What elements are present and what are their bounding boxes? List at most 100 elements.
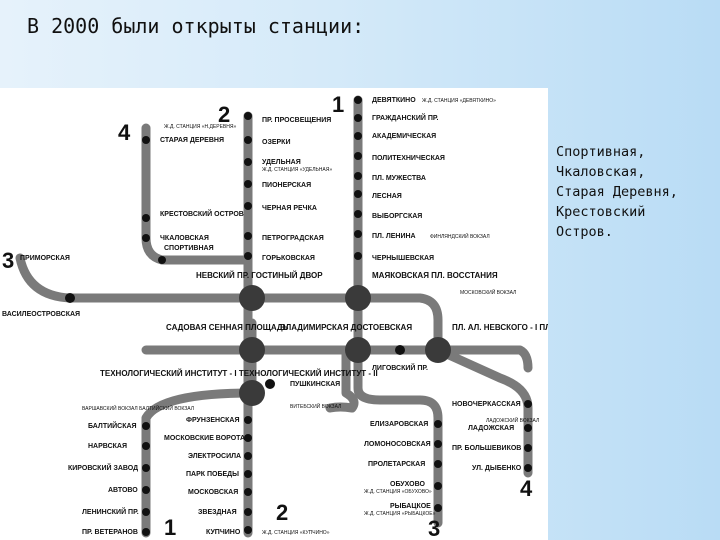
line1-south-stations: ВАРШАВСКИЙ ВОКЗАЛ БАЛТИЙСКИЙ ВОКЗАЛ БАЛТ… <box>68 404 194 536</box>
station-dot <box>244 252 252 260</box>
station-dot <box>244 112 252 120</box>
station-dot <box>142 214 150 222</box>
station-dot <box>244 470 252 478</box>
line-number-2-bottom: 2 <box>276 500 288 525</box>
station-dot <box>354 96 362 104</box>
station-label: ПР. ПРОСВЕЩЕНИЯ <box>262 117 331 124</box>
station-label: КРЕСТОВСКИЙ ОСТРОВ <box>160 209 244 218</box>
line4-stations: Ж.Д. СТАНЦИЯ «Н.ДЕРЕВНЯ» СТАРАЯ ДЕРЕВНЯ … <box>142 124 244 264</box>
hubs: НЕВСКИЙ ПР. ГОСТИНЫЙ ДВОР МАЯКОВСКАЯ ПЛ.… <box>100 271 548 410</box>
station-dot <box>354 152 362 160</box>
line2-stations: ПР. ПРОСВЕЩЕНИЯ ОЗЕРКИ УДЕЛЬНАЯ Ж.Д. СТА… <box>244 112 332 262</box>
station-label: КИРОВСКИЙ ЗАВОД <box>68 463 138 472</box>
station-label: ПР. БОЛЬШЕВИКОВ <box>452 445 521 452</box>
opened-station: Остров. <box>556 224 613 240</box>
station-note: ВАРШАВСКИЙ ВОКЗАЛ БАЛТИЙСКИЙ ВОКЗАЛ <box>82 404 194 412</box>
station-dot <box>524 464 532 472</box>
station-dot <box>524 400 532 408</box>
station-dot <box>354 210 362 218</box>
line-number-3-left: 3 <box>2 248 14 273</box>
station-note: ФИНЛЯНДСКИЙ ВОКЗАЛ <box>430 232 490 240</box>
metro-map-svg: 1 2 4 3 1 2 3 4 ДЕВЯТКИНО Ж.Д. СТАНЦИЯ «… <box>2 92 548 540</box>
station-dot <box>354 132 362 140</box>
station-label: ВАСИЛЕОСТРОВСКАЯ <box>2 311 80 318</box>
station-dot <box>354 190 362 198</box>
station-label: ПАРК ПОБЕДЫ <box>186 471 239 478</box>
station-label: ПЕТРОГРАДСКАЯ <box>262 235 324 242</box>
station-label: ПРИМОРСКАЯ <box>20 255 70 262</box>
station-label: ДЕВЯТКИНО <box>372 97 416 104</box>
hub-label: ВЛАДИМИРСКАЯ ДОСТОЕВСКАЯ <box>280 323 412 332</box>
station-label: ГРАЖДАНСКИЙ ПР. <box>372 113 438 122</box>
station-label: СПОРТИВНАЯ <box>164 245 214 252</box>
station-dot <box>524 444 532 452</box>
station-note: ВИТЕБСКИЙ ВОКЗАЛ <box>290 402 341 410</box>
station-label: ЛЕСНАЯ <box>372 193 402 200</box>
station-dot <box>142 508 150 516</box>
station-note: ЛАДОЖСКИЙ ВОКЗАЛ <box>486 416 539 424</box>
station-dot <box>142 136 150 144</box>
hub-label: НЕВСКИЙ ПР. ГОСТИНЫЙ ДВОР <box>196 271 323 280</box>
station-label: НОВОЧЕРКАССКАЯ <box>452 401 521 408</box>
hub-label: ТЕХНОЛОГИЧЕСКИЙ ИНСТИТУТ - I ТЕХНОЛОГИЧЕ… <box>100 369 378 378</box>
station-label: ФРУНЗЕНСКАЯ <box>186 417 239 424</box>
station-label: ПЛ. ЛЕНИНА <box>372 233 416 240</box>
station-label: РЫБАЦКОЕ <box>390 503 431 510</box>
station-dot <box>434 482 442 490</box>
opened-stations-list: Спортивная, Чкаловская, Старая Деревня, … <box>556 142 716 242</box>
station-label: ПУШКИНСКАЯ <box>290 381 340 388</box>
station-label: СТАРАЯ ДЕРЕВНЯ <box>160 137 224 144</box>
station-label: ГОРЬКОВСКАЯ <box>262 255 315 262</box>
station-dot <box>158 256 166 264</box>
station-dot <box>142 422 150 430</box>
station-label: ПИОНЕРСКАЯ <box>262 182 311 189</box>
station-label: УЛ. ДЫБЕНКО <box>472 465 522 472</box>
station-label: ЛЕНИНСКИЙ ПР. <box>82 507 139 516</box>
station-note: МОСКОВСКИЙ ВОКЗАЛ <box>460 288 516 296</box>
station-note: Ж.Д. СТАНЦИЯ «РЫБАЦКОЕ» <box>364 511 436 517</box>
station-label: ОЗЕРКИ <box>262 139 290 146</box>
opened-station: Чкаловская, <box>556 164 646 180</box>
hub-label: САДОВАЯ СЕННАЯ ПЛОЩАДЬ <box>166 323 289 332</box>
station-dot <box>142 464 150 472</box>
station-dot <box>142 528 150 536</box>
station-dot <box>434 440 442 448</box>
station-dot <box>265 379 275 389</box>
station-dot <box>354 230 362 238</box>
station-label: КУПЧИНО <box>206 529 241 536</box>
opened-station: Крестовский <box>556 204 646 220</box>
station-label: АВТОВО <box>108 487 138 494</box>
station-label: ПЛ. МУЖЕСТВА <box>372 175 426 182</box>
station-label: НАРВСКАЯ <box>88 443 127 450</box>
slide-title: В 2000 были открыты станции: <box>27 14 365 38</box>
hub-alnev <box>425 337 451 363</box>
line-number-1-top: 1 <box>332 92 344 117</box>
station-dot <box>244 180 252 188</box>
station-dot <box>434 420 442 428</box>
station-dot <box>354 114 362 122</box>
station-dot <box>244 158 252 166</box>
station-label: ПРОЛЕТАРСКАЯ <box>368 461 425 468</box>
hub-label: МАЯКОВСКАЯ ПЛ. ВОССТАНИЯ <box>372 271 498 280</box>
line3-south-stations: ЕЛИЗАРОВСКАЯ ЛОМОНОСОВСКАЯ ПРОЛЕТАРСКАЯ … <box>364 420 442 517</box>
station-dot <box>244 508 252 516</box>
hub-tech <box>239 380 265 406</box>
station-dot <box>65 293 75 303</box>
station-label: БАЛТИЙСКАЯ <box>88 421 137 430</box>
hub-label: ПЛ. АЛ. НЕВСКОГО - I ПЛ. АЛ. НЕВСКОГО - … <box>452 323 548 332</box>
station-dot <box>354 252 362 260</box>
station-label: ЧКАЛОВСКАЯ <box>160 235 209 242</box>
opened-station: Старая Деревня, <box>556 184 678 200</box>
hub-nevsky <box>239 285 265 311</box>
station-dot <box>244 526 252 534</box>
station-label: ЛИГОВСКИЙ ПР. <box>372 363 428 372</box>
station-dot <box>142 442 150 450</box>
line-number-4-top: 4 <box>118 120 131 145</box>
station-label: МОСКОВСКАЯ <box>188 489 238 496</box>
station-note: Ж.Д. СТАНЦИЯ «Н.ДЕРЕВНЯ» <box>164 124 236 130</box>
hub-sadovaya <box>239 337 265 363</box>
station-dot <box>244 488 252 496</box>
station-dot <box>244 232 252 240</box>
line3-left-stations: ПРИМОРСКАЯ ВАСИЛЕОСТРОВСКАЯ <box>2 255 80 318</box>
station-note: Ж.Д. СТАНЦИЯ «КУПЧИНО» <box>262 530 330 536</box>
